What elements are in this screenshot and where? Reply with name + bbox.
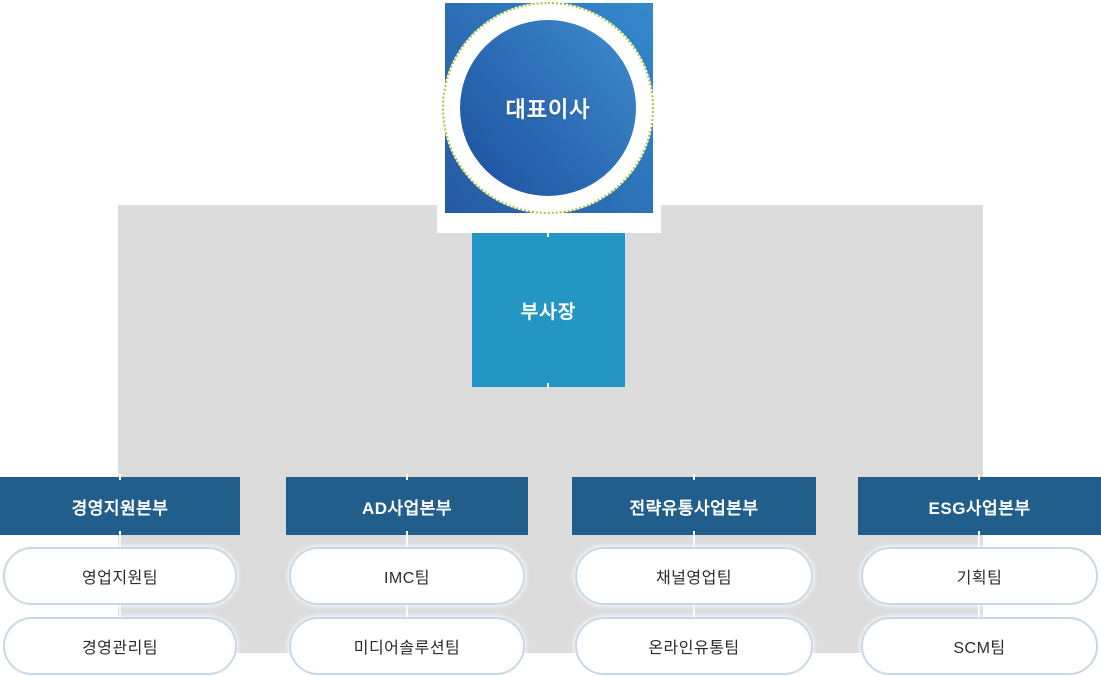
division-header: ESG사업본부 — [858, 477, 1101, 535]
team-pill: 온라인유통팀 — [575, 617, 813, 675]
team-name: 미디어솔루션팀 — [353, 640, 461, 657]
team-name: IMC팀 — [383, 570, 431, 587]
division-column-management-support: 경영지원본부 영업지원팀 경영관리팀 — [0, 477, 240, 675]
division-name: ESG사업본부 — [928, 498, 1031, 518]
vp-top-connector-tick — [547, 233, 549, 237]
division-name: AD사업본부 — [361, 498, 453, 518]
team-name: 온라인유통팀 — [648, 640, 740, 657]
header-top-tick — [119, 475, 121, 480]
division-column-esg-business: ESG사업본부 기획팀 SCM팀 — [858, 477, 1101, 675]
header-top-tick — [978, 475, 980, 480]
team-pill: 미디어솔루션팀 — [289, 617, 525, 675]
header-top-tick — [693, 475, 695, 480]
vp-label: 부사장 — [520, 301, 577, 323]
header-bottom-tick — [119, 531, 121, 538]
header-bottom-tick — [693, 531, 695, 538]
team-pill: IMC팀 — [289, 547, 525, 605]
team-name: 채널영업팀 — [655, 570, 733, 587]
team-name: 기획팀 — [956, 570, 1003, 587]
team-name: 경영관리팀 — [81, 640, 159, 657]
team-name: SCM팀 — [953, 640, 1006, 657]
division-header: 전략유통사업본부 — [572, 477, 816, 535]
division-header: 경영지원본부 — [0, 477, 240, 535]
division-column-strategic-distribution: 전략유통사업본부 채널영업팀 온라인유통팀 — [572, 477, 816, 675]
division-name: 전략유통사업본부 — [629, 498, 759, 518]
team-pill: 채널영업팀 — [575, 547, 813, 605]
division-name: 경영지원본부 — [71, 498, 169, 518]
division-column-ad-business: AD사업본부 IMC팀 미디어솔루션팀 — [286, 477, 528, 675]
ceo-label: 대표이사 — [505, 97, 591, 122]
team-pill: SCM팀 — [861, 617, 1098, 675]
division-header: AD사업본부 — [286, 477, 528, 535]
header-bottom-tick — [978, 531, 980, 538]
header-bottom-tick — [406, 531, 408, 538]
ceo-node: 대표이사 — [460, 20, 636, 196]
team-pill: 영업지원팀 — [3, 547, 237, 605]
header-top-tick — [406, 475, 408, 480]
vp-node: 부사장 — [472, 233, 625, 387]
team-pill: 경영관리팀 — [3, 617, 237, 675]
team-pill: 기획팀 — [861, 547, 1098, 605]
vp-bottom-connector-tick — [547, 383, 549, 387]
team-name: 영업지원팀 — [81, 570, 159, 587]
